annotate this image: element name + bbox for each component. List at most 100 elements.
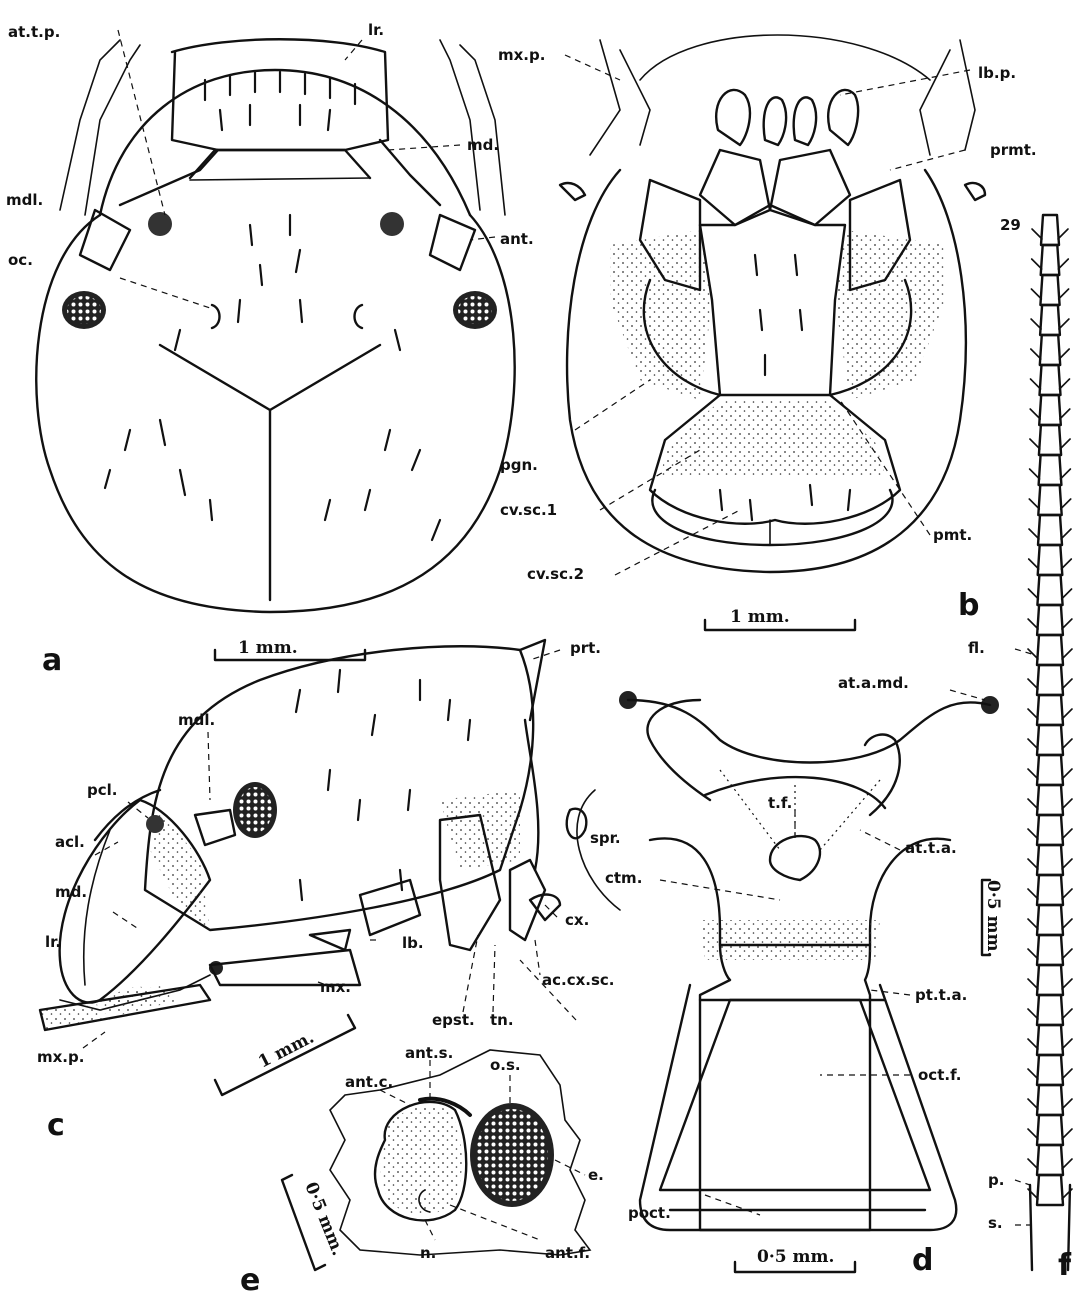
label-prmt: prmt. bbox=[990, 141, 1037, 159]
scale-label-b: 1 mm. bbox=[730, 607, 790, 627]
label-n: n. bbox=[420, 1244, 436, 1262]
antenna-seta bbox=[1028, 589, 1038, 599]
setae-a bbox=[105, 72, 440, 540]
label-mdl-a: mdl. bbox=[6, 191, 43, 209]
antenna-segment bbox=[1037, 875, 1063, 905]
label-mx-p-b: mx.p. bbox=[498, 46, 545, 64]
label-md-c: md. bbox=[55, 883, 87, 901]
antenna-segment bbox=[1037, 1025, 1063, 1055]
antenna-segment bbox=[1037, 785, 1063, 815]
antenna-seta bbox=[1059, 319, 1069, 329]
scale-label-f: 0·5 mm. bbox=[983, 880, 1003, 957]
antenna-segment bbox=[1040, 305, 1060, 335]
label-mx-p-c: mx.p. bbox=[37, 1048, 84, 1066]
label-at-a-md: at.a.md. bbox=[838, 674, 909, 692]
label-md-a: md. bbox=[467, 136, 499, 154]
label-spr: spr. bbox=[590, 829, 621, 847]
antenna-seta bbox=[1028, 649, 1038, 659]
antenna-seta bbox=[1061, 529, 1071, 539]
antenna-seta bbox=[1062, 649, 1072, 659]
antenna-seta bbox=[1031, 289, 1041, 299]
antenna-segment bbox=[1040, 275, 1059, 305]
label-mdl-c: mdl. bbox=[178, 711, 215, 729]
antenna-seta bbox=[1062, 589, 1072, 599]
antenna-seta bbox=[1060, 409, 1070, 419]
label-cv-sc-2: cv.sc.2 bbox=[527, 565, 584, 583]
antenna-seta bbox=[1028, 619, 1038, 629]
antenna-seta bbox=[1028, 709, 1038, 719]
label-o-s: o.s. bbox=[490, 1056, 521, 1074]
scale-bar-b: 1 mm. bbox=[705, 607, 855, 630]
antenna-seta bbox=[1029, 559, 1039, 569]
label-at-t-a: at.t.a. bbox=[905, 839, 957, 857]
label-lb: lb. bbox=[402, 934, 424, 952]
label-lb-p: lb.p. bbox=[978, 64, 1016, 82]
setae-c bbox=[296, 670, 470, 900]
antenna-seta bbox=[1028, 1009, 1038, 1019]
panel-a-head-dorsal: at.t.p. lr. md. mdl. ant. oc. a 1 mm. bbox=[6, 21, 534, 678]
antenna-seta bbox=[1028, 1129, 1038, 1139]
panel-label-d: d bbox=[912, 1243, 933, 1278]
scale-label-a: 1 mm. bbox=[238, 638, 298, 658]
antenna-seta bbox=[1028, 859, 1038, 869]
label-lr-a: lr. bbox=[368, 21, 384, 39]
label-oc: oc. bbox=[8, 251, 33, 269]
antenna-segment bbox=[1037, 905, 1063, 935]
panel-label-f: f bbox=[1058, 1248, 1072, 1283]
antenna-seta bbox=[1061, 559, 1071, 569]
antenna-seta bbox=[1062, 1009, 1072, 1019]
antenna-segment bbox=[1037, 995, 1063, 1025]
antenna-seta bbox=[1029, 529, 1039, 539]
antenna-segment bbox=[1041, 245, 1060, 275]
panel-d-tentorium: at.a.md. t.f. at.t.a. ctm. pt.t.a. oct.f… bbox=[605, 674, 1003, 1278]
label-ant-c: ant.c. bbox=[345, 1073, 393, 1091]
label-ant-f: ant.f. bbox=[545, 1244, 590, 1262]
antenna-seta bbox=[1032, 259, 1042, 269]
antenna-seta bbox=[1059, 349, 1069, 359]
antenna-seta bbox=[1031, 319, 1041, 329]
antenna-segment bbox=[1037, 755, 1063, 785]
label-oct-f: oct.f. bbox=[918, 1066, 961, 1084]
antenna-segment bbox=[1037, 965, 1063, 995]
antenna-seta bbox=[1028, 1159, 1038, 1169]
panel-b-head-ventral: mx.p. lb.p. prmt. pgn. cv.sc.1 cv.sc.2 p… bbox=[498, 35, 1037, 630]
label-acl: acl. bbox=[55, 833, 85, 851]
antenna-segment bbox=[1037, 665, 1063, 695]
antenna-seta bbox=[1059, 289, 1069, 299]
antenna-seta bbox=[1028, 1099, 1038, 1109]
label-cv-sc-1: cv.sc.1 bbox=[500, 501, 557, 519]
antenna-segment bbox=[1038, 515, 1062, 545]
antenna-seta bbox=[1062, 1069, 1072, 1079]
label-pmt: pmt. bbox=[933, 526, 972, 544]
scale-label-d: 0·5 mm. bbox=[757, 1247, 834, 1267]
antenna-segment bbox=[1037, 815, 1063, 845]
antenna-segment bbox=[1039, 455, 1062, 485]
panel-e-eye-region: ant.s. ant.c. o.s. e. n. ant.f. e 0·5 mm… bbox=[240, 1044, 604, 1295]
antenna-seta bbox=[1062, 979, 1072, 989]
antenna-seta bbox=[1028, 1039, 1038, 1049]
antenna-seta bbox=[1028, 769, 1038, 779]
antenna-seta bbox=[1028, 829, 1038, 839]
antenna-seta bbox=[1062, 739, 1072, 749]
antenna-seta bbox=[1062, 859, 1072, 869]
label-epst: epst. bbox=[432, 1011, 475, 1029]
label-s: s. bbox=[988, 1214, 1003, 1232]
antenna-segment bbox=[1038, 545, 1063, 575]
label-p: p. bbox=[988, 1171, 1004, 1189]
label-ant-s: ant.s. bbox=[405, 1044, 453, 1062]
label-lr-c: lr. bbox=[45, 933, 61, 951]
scale-bar-e: 0·5 mm. bbox=[282, 1175, 348, 1270]
panel-label-e: e bbox=[240, 1263, 260, 1295]
scale-bar-c: 1 mm. bbox=[215, 1015, 355, 1095]
antenna-segment bbox=[1040, 335, 1060, 365]
antenna-segment bbox=[1039, 425, 1061, 455]
antenna-seta bbox=[1060, 379, 1070, 389]
antenna-seta bbox=[1028, 799, 1038, 809]
panel-f-antenna: 29 fl. p. s. f bbox=[968, 215, 1072, 1283]
antenna-seta bbox=[1062, 619, 1072, 629]
label-cx: cx. bbox=[565, 911, 589, 929]
antenna-seta bbox=[1028, 949, 1038, 959]
scale-bar-f: 0·5 mm. bbox=[982, 880, 1003, 957]
antenna-seta bbox=[1062, 949, 1072, 959]
